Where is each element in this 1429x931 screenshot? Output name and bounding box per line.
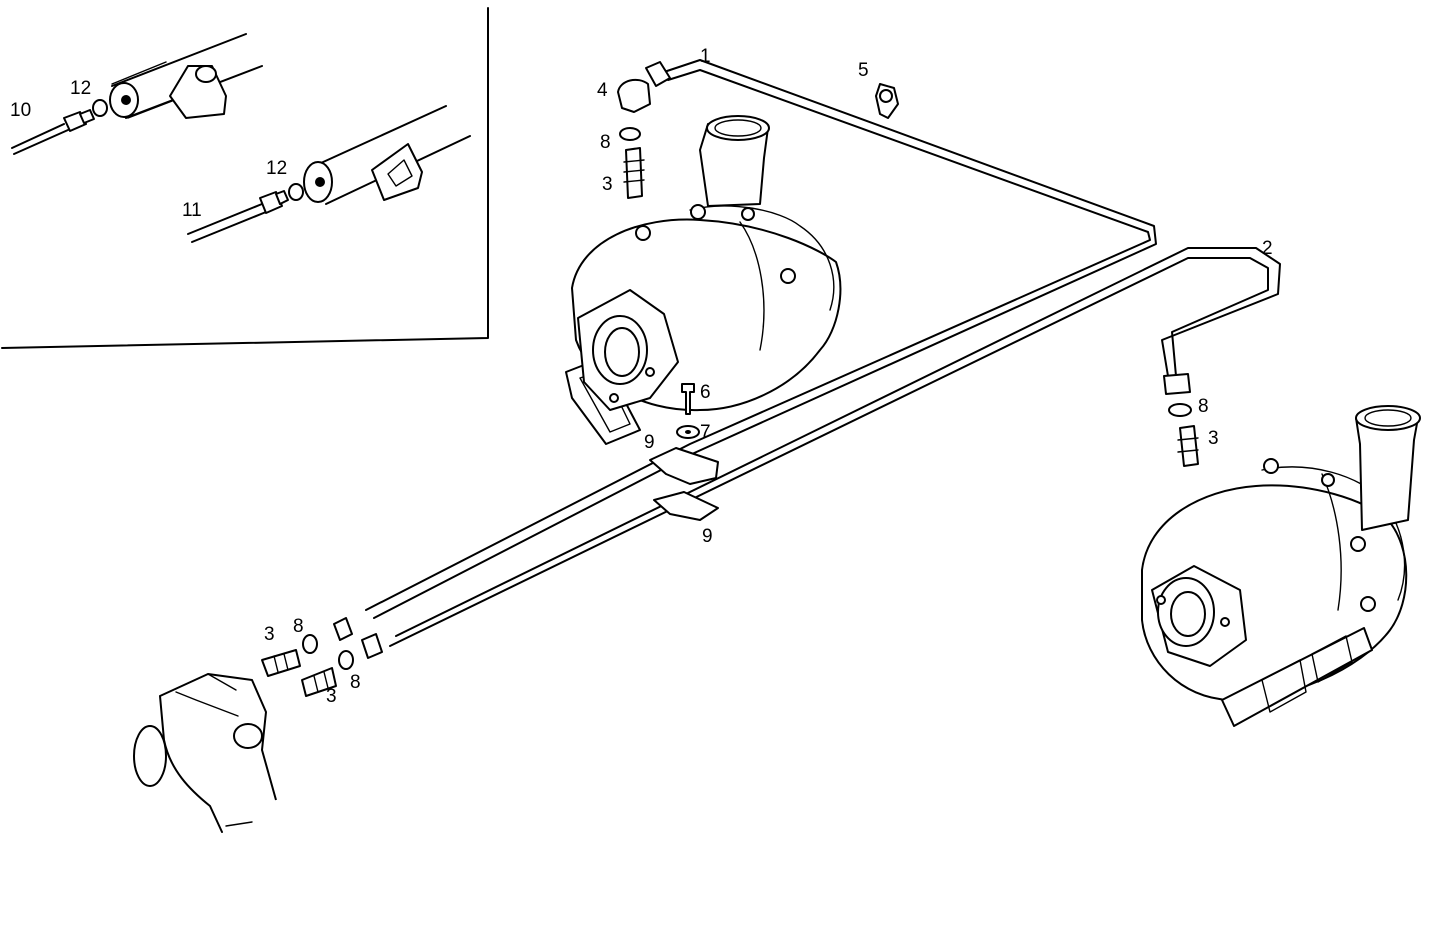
union-3-right-hex	[1177, 437, 1199, 453]
oil-line-2-inner	[389, 257, 1269, 647]
lower-left-fittings	[261, 634, 354, 697]
oil-line-1-inner	[365, 69, 1151, 611]
oil-line-2-bottom-nut	[361, 633, 383, 659]
turbo-upper-bolt-f	[645, 367, 655, 377]
pipe-fitting-11	[275, 190, 289, 205]
turbo-lower-bolt-c	[1350, 536, 1366, 552]
callout-1: 1	[700, 46, 711, 67]
seal-ring-12-lower	[288, 183, 304, 201]
callout-11: 11	[182, 200, 202, 221]
callout-5: 5	[858, 60, 869, 81]
inset-upper-bore	[121, 95, 131, 105]
clamp-9-lower	[653, 491, 719, 521]
block-detail-lines	[175, 673, 239, 717]
callout-3-left-lower: 3	[326, 686, 337, 707]
pipe-11	[187, 203, 267, 243]
union-3-left-lower-hex	[313, 671, 329, 693]
callout-8-left-upper: 8	[293, 616, 304, 637]
turbo-upper-bolt-d	[780, 268, 796, 284]
clamp-9-upper	[649, 447, 719, 485]
block-base	[225, 821, 253, 827]
seal-ring-8-left-upper	[302, 634, 318, 654]
washer-7-hole	[685, 430, 691, 434]
callout-9-lower: 9	[702, 526, 713, 547]
turbocharger-lower	[1141, 405, 1421, 727]
callout-4: 4	[597, 80, 608, 101]
pipe-10	[11, 123, 69, 155]
union-3-top	[625, 147, 643, 199]
union-3-right	[1179, 425, 1199, 467]
callout-2: 2	[1262, 238, 1273, 259]
oil-line-1	[333, 59, 1157, 641]
seal-ring-12-upper	[92, 99, 108, 117]
union-3-left-upper	[261, 649, 301, 677]
bracket-5-hole	[879, 89, 893, 103]
inset-border	[1, 7, 489, 349]
block-boss	[133, 725, 167, 787]
oil-line-1-bottom-nut	[333, 617, 353, 641]
turbocharger-upper	[565, 115, 842, 445]
oil-line-2	[361, 247, 1281, 659]
callout-8-right: 8	[1198, 396, 1209, 417]
union-3-top-hex	[623, 159, 645, 183]
seal-ring-8-right	[1168, 403, 1192, 417]
inset-lower-flange	[371, 143, 423, 201]
callout-8-left-lower: 8	[350, 672, 361, 693]
inset-upper-body	[111, 61, 181, 119]
inset-upper-assembly	[11, 33, 263, 155]
callout-12-lower: 12	[266, 158, 287, 179]
callout-3-top: 3	[602, 174, 613, 195]
clamp-hardware	[649, 83, 899, 521]
turbo-lower-turbine-bore	[1170, 591, 1206, 637]
callout-12-upper: 12	[70, 78, 91, 99]
inset-lower-bore	[315, 177, 325, 187]
turbo-upper-bolt-c	[741, 207, 755, 221]
union-3-left-upper-hex	[273, 653, 289, 673]
elbow-fitting-4	[617, 78, 651, 113]
turbo-upper-bolt-b	[690, 204, 706, 220]
callout-6: 6	[700, 382, 711, 403]
inset-upper-stub	[195, 65, 217, 83]
turbo-lower-bolt-b	[1321, 473, 1335, 487]
turbo-lower-bolt-d	[1360, 596, 1376, 612]
block-outline	[159, 673, 277, 801]
turbo-lower-flange-ports	[1261, 635, 1353, 713]
oil-line-1-top-nut	[645, 61, 671, 87]
engine-block-fragment	[133, 673, 277, 833]
turbo-lower-bolt-e	[1156, 595, 1166, 605]
turbo-upper-outlet-bore	[714, 119, 762, 137]
callout-8-top: 8	[600, 132, 611, 153]
callouts: 1 2 3 3 3 3 4 5 6 7 8 8 8 8 9 9	[264, 46, 1273, 707]
inset-detail: 10 12 11 12	[1, 7, 489, 349]
oil-line-2-right-nut	[1163, 373, 1191, 395]
turbo-upper-turbine-bore	[604, 327, 640, 377]
turbo-upper-seam	[739, 221, 765, 351]
block-port	[233, 723, 263, 749]
pipe-fitting-10	[79, 109, 95, 124]
inset-lower-assembly	[187, 105, 471, 243]
oil-line-2-outer	[395, 247, 1281, 637]
union-3-left-lower	[301, 667, 337, 697]
turbo-lower-outlet-bore	[1364, 409, 1412, 427]
callout-9-upper: 9	[644, 432, 655, 453]
turbo-lower-outlet-pipe	[1355, 417, 1419, 531]
bolt-6	[681, 383, 695, 415]
inset-lower-flange-port	[387, 159, 413, 187]
callout-10: 10	[10, 100, 31, 121]
oil-line-1-outer	[373, 59, 1157, 619]
seal-ring-8-left-lower	[338, 650, 354, 670]
turbo-lower-bolt-f	[1220, 617, 1230, 627]
callout-3-right: 3	[1208, 428, 1219, 449]
turbo-upper-bolt-e	[609, 393, 619, 403]
seal-ring-8-top	[619, 127, 641, 141]
callout-7: 7	[700, 422, 711, 443]
turbo-upper-bolt-a	[635, 225, 651, 241]
turbo-lower-bolt-a	[1263, 458, 1279, 474]
callout-3-left-upper: 3	[264, 624, 275, 645]
